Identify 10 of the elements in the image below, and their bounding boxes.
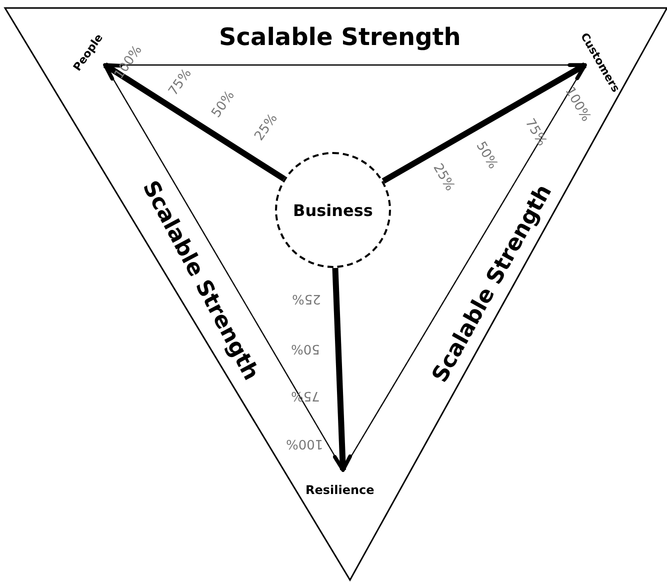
arrow: [332, 268, 352, 472]
percent-label: 25%: [292, 292, 320, 304]
percent-label: 100%: [286, 436, 323, 450]
node-label: Business: [293, 200, 373, 220]
percent-label: 50%: [290, 342, 320, 354]
arrow: [382, 62, 587, 184]
arrow: [103, 62, 286, 182]
percent-label: 75%: [290, 388, 320, 402]
side-label: Scalable Strength: [219, 25, 461, 49]
node-label: Resilience: [306, 484, 374, 496]
